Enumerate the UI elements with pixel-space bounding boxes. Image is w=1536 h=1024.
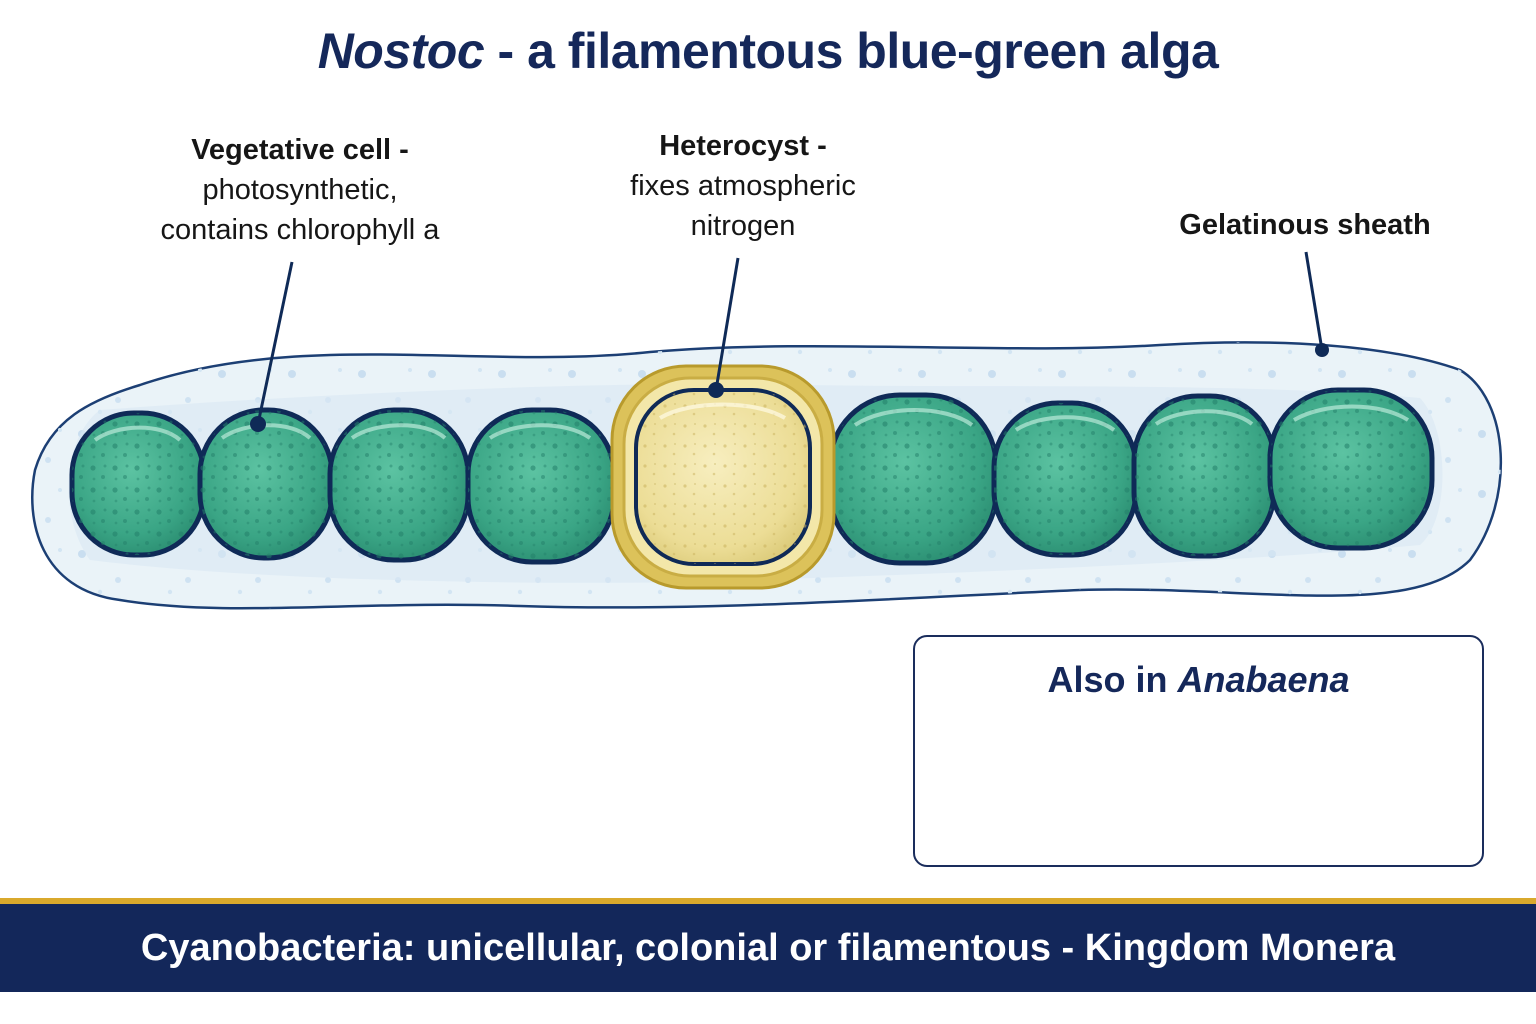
leader-dot-sheath: [1315, 343, 1329, 357]
page-title: Nostoc - a filamentous blue-green alga: [0, 22, 1536, 80]
vegetative-title: Vegetative cell -: [191, 134, 409, 166]
vegetative-cell: [69, 410, 207, 558]
inset-title-genus: Anabaena: [1177, 659, 1350, 700]
vegetative-cell: [1131, 393, 1277, 559]
vegetative-cell: [197, 407, 335, 561]
heterocyst-title: Heterocyst -: [659, 130, 827, 162]
heterocyst: [610, 364, 836, 590]
vegetative-cell: [465, 407, 617, 565]
vegetative-cell: [327, 407, 471, 563]
vegetative-cell: [1267, 387, 1435, 551]
label-heterocyst: Heterocyst - fixes atmospheric nitrogen: [563, 126, 923, 246]
leader-lines: [250, 251, 1329, 432]
footer-banner: Cyanobacteria: unicellular, colonial or …: [0, 904, 1536, 992]
leader-dot-vegetative: [250, 416, 266, 432]
label-vegetative-cell: Vegetative cell - photosynthetic, contai…: [110, 130, 490, 250]
anabaena-inset: Also in Anabaena: [913, 635, 1484, 867]
vegetative-desc-2: contains chlorophyll a: [160, 214, 440, 246]
title-rest: - a filamentous blue-green alga: [484, 23, 1219, 79]
inset-title: Also in Anabaena: [915, 659, 1482, 701]
footer-accent-line: [0, 898, 1536, 904]
label-gelatinous-sheath: Gelatinous sheath: [1179, 209, 1431, 241]
leader-sheath: [1304, 251, 1324, 351]
inset-title-prefix: Also in: [1047, 659, 1178, 700]
vegetative-cells: [69, 387, 1435, 566]
leader-dot-heterocyst: [708, 382, 724, 398]
leader-vegetative: [256, 261, 294, 425]
title-genus: Nostoc: [317, 23, 485, 79]
heterocyst-desc-2: nitrogen: [690, 210, 796, 242]
leader-heterocyst: [714, 257, 740, 391]
vegetative-cell: [827, 392, 999, 566]
heterocyst-desc-1: fixes atmospheric: [630, 170, 856, 202]
vegetative-cell: [991, 400, 1139, 558]
vegetative-desc-1: photosynthetic,: [202, 174, 398, 206]
